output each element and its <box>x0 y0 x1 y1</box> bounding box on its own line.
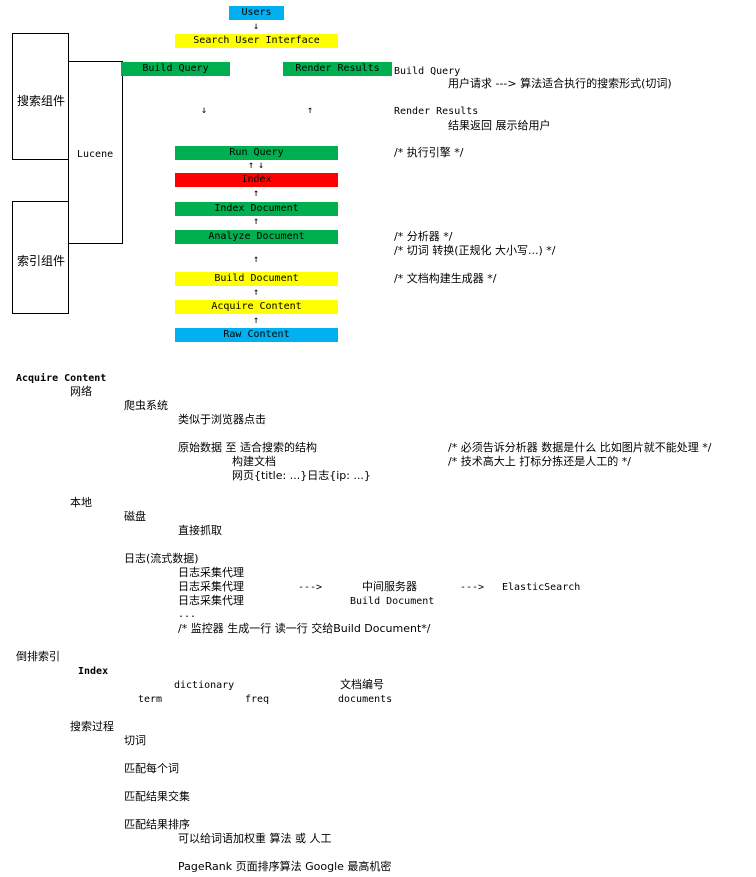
arrow-up-icon: ↑ <box>307 105 314 116</box>
index-component-label: 索引组件 <box>17 254 66 268</box>
documents: documents <box>338 694 393 705</box>
render-results-box: Render Results <box>283 62 392 76</box>
match-each: 匹配每个词 <box>124 762 179 775</box>
pagerank: PageRank 页面排序算法 Google 最高机密 <box>178 860 392 873</box>
middle-server: 中间服务器 <box>362 580 417 593</box>
search-component-label: 搜索组件 <box>17 94 66 108</box>
build-doc: 构建文档 <box>232 455 276 468</box>
arrow-down-icon: ↓ <box>253 21 260 32</box>
doc-number: 文档编号 <box>340 678 384 691</box>
network: 网络 <box>70 385 92 398</box>
browser-like: 类似于浏览器点击 <box>178 413 266 426</box>
lucene-label: Lucene <box>77 149 114 160</box>
arrow-up-icon: ↑ <box>253 315 260 326</box>
search-ui-box: Search User Interface <box>175 34 338 48</box>
acquire-heading: Acquire Content <box>16 373 107 384</box>
raw-content-box: Raw Content <box>175 328 338 342</box>
search-component-frame <box>12 33 69 160</box>
flow-arrow-2: ---> <box>460 582 485 593</box>
monitor-note: /* 监控器 生成一行 读一行 交给Build Document*/ <box>178 622 431 635</box>
agent-3: 日志采集代理 <box>178 594 244 607</box>
run-query-box: Run Query <box>175 146 338 160</box>
match-rank: 匹配结果排序 <box>124 818 190 831</box>
note-render-results-title: Render Results <box>394 106 479 117</box>
note-build-document: /* 文档构建生成器 */ <box>394 272 497 285</box>
ellipsis: ... <box>178 609 197 620</box>
weight: 可以给词语加权重 算法 或 人工 <box>178 832 332 845</box>
note-build-query-desc: 用户请求 ---> 算法适合执行的搜索形式(切词) <box>448 77 672 90</box>
arrow-up-icon: ↑ <box>253 216 260 227</box>
arrow-up-icon: ↑ <box>253 254 260 265</box>
log-stream: 日志(流式数据) <box>124 552 199 565</box>
dictionary: dictionary <box>174 680 235 691</box>
note-analyzer: /* 分析器 */ <box>394 230 453 243</box>
arrow-down-icon: ↓ <box>258 160 265 171</box>
users-box: Users <box>229 6 284 20</box>
agent-1: 日志采集代理 <box>178 566 244 579</box>
arrow-down-icon: ↓ <box>201 105 208 116</box>
index-heading: Index <box>78 666 109 677</box>
raw-to-struct: 原始数据 至 适合搜索的结构 <box>178 441 317 454</box>
build-document-box: Build Document <box>175 272 338 286</box>
disk: 磁盘 <box>124 510 146 523</box>
local: 本地 <box>70 496 92 509</box>
web-log: 网页{title: ...}日志{ip: ...} <box>232 469 371 482</box>
tech-cost: /* 技术高大上 打标分拣还是人工的 */ <box>448 455 631 468</box>
direct-grab: 直接抓取 <box>178 524 222 537</box>
freq: freq <box>245 694 270 705</box>
crawler: 爬虫系统 <box>124 399 168 412</box>
index-box: Index <box>175 173 338 187</box>
inverted-index: 倒排索引 <box>16 650 60 663</box>
build-query-box: Build Query <box>121 62 230 76</box>
index-component-frame <box>12 201 69 314</box>
tokenize: 切词 <box>124 734 146 747</box>
acquire-content-box: Acquire Content <box>175 300 338 314</box>
build-document-2: Build Document <box>350 596 435 607</box>
note-run-query: /* 执行引擎 */ <box>394 146 464 159</box>
match-intersect: 匹配结果交集 <box>124 790 190 803</box>
arrow-up-icon: ↑ <box>253 287 260 298</box>
arrow-up-icon: ↑ <box>253 188 260 199</box>
index-document-box: Index Document <box>175 202 338 216</box>
flow-arrow-1: ---> <box>298 582 323 593</box>
analyze-document-box: Analyze Document <box>175 230 338 244</box>
note-build-query-title: Build Query <box>394 66 461 77</box>
arrow-up-icon: ↑ <box>248 160 255 171</box>
elasticsearch: ElasticSearch <box>502 582 581 593</box>
search-process: 搜索过程 <box>70 720 114 733</box>
note-render-results-desc: 结果返回 展示给用户 <box>448 119 551 132</box>
must-tell: /* 必须告诉分析器 数据是什么 比如图片就不能处理 */ <box>448 441 712 454</box>
term: term <box>138 694 163 705</box>
note-analyzer-2: /* 切词 转换(正规化 大小写...) */ <box>394 244 556 257</box>
agent-2: 日志采集代理 <box>178 580 244 593</box>
